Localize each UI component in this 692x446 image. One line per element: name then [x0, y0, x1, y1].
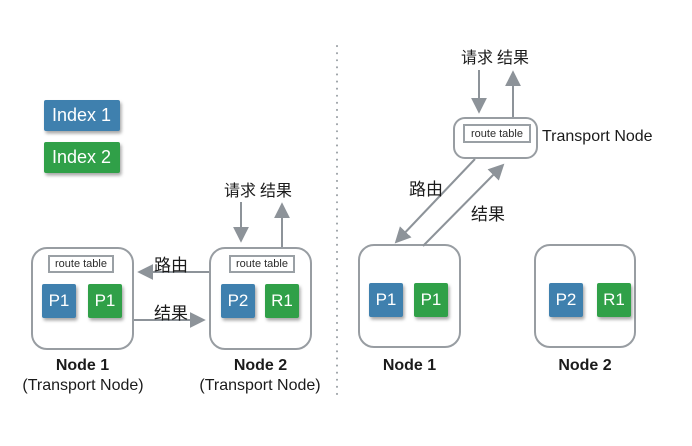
left-node1-title: Node 1 [55, 357, 110, 374]
left-node1-box: route table P1 P1 [31, 247, 134, 350]
right-transport-route-table: route table [463, 124, 531, 143]
left-node2-shard-p2-index1: P2 [221, 284, 255, 318]
right-transport-node-label: Transport Node [542, 128, 653, 145]
legend-index1: Index 1 [44, 100, 120, 131]
right-node1-title: Node 1 [382, 357, 437, 374]
left-result-mid-label: 结果 [154, 304, 188, 323]
right-route-label: 路由 [409, 180, 443, 199]
right-result-top-label: 结果 [496, 50, 529, 67]
left-node1-route-table: route table [48, 255, 114, 273]
right-node1-box: P1 P1 [358, 244, 461, 348]
right-node1-shard-p1-index1: P1 [369, 283, 403, 317]
left-node2-subtitle: (Transport Node) [199, 377, 321, 394]
left-route-label: 路由 [154, 256, 188, 275]
right-node2-shard-r1-index2: R1 [597, 283, 631, 317]
right-result-mid-label: 结果 [471, 205, 505, 224]
left-node2-box: route table P2 R1 [209, 247, 312, 350]
left-node2-route-table: route table [229, 255, 295, 273]
right-request-label: 请求 [460, 50, 493, 67]
left-node1-shard-p1-index1: P1 [42, 284, 76, 318]
left-node2-title: Node 2 [233, 357, 288, 374]
left-node2-shard-r1-index2: R1 [265, 284, 299, 318]
left-result-top-label: 结果 [259, 183, 292, 200]
right-node2-shard-p2-index1: P2 [549, 283, 583, 317]
left-node1-shard-p1-index2: P1 [88, 284, 122, 318]
left-request-label: 请求 [223, 183, 256, 200]
left-node1-subtitle: (Transport Node) [22, 377, 144, 394]
right-node2-box: P2 R1 [534, 244, 636, 348]
legend-index2: Index 2 [44, 142, 120, 173]
right-node2-title: Node 2 [558, 357, 612, 374]
right-transport-node-box: route table [453, 117, 538, 159]
right-node1-shard-p1-index2: P1 [414, 283, 448, 317]
